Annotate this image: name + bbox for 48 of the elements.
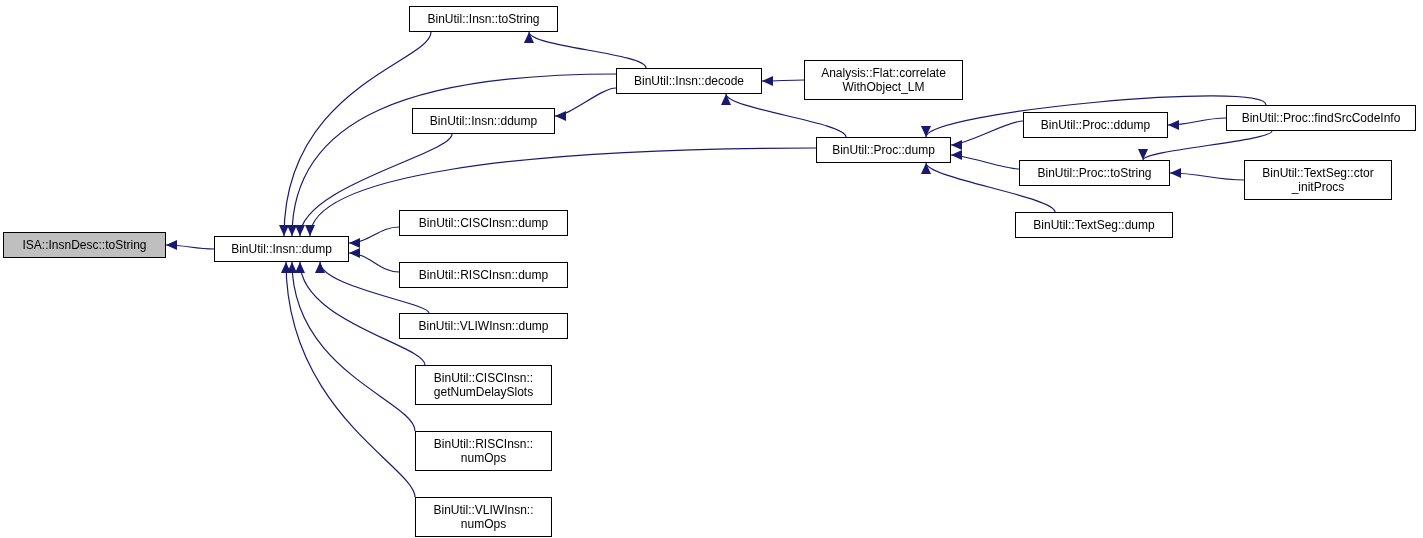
call-arrow: [318, 261, 430, 314]
function-box: [409, 6, 558, 32]
function-name: BinUtil::CISCInsn:: getNumDelaySlots: [432, 371, 535, 399]
function-name: BinUtil::Proc::dump: [832, 143, 935, 157]
function-name: BinUtil::TextSeg::dump: [1033, 218, 1155, 232]
call-arrow: [348, 248, 400, 273]
function-box: [214, 236, 349, 262]
function-box: [415, 431, 552, 471]
function-box: [399, 313, 568, 339]
function-name: BinUtil::TextSeg::ctor _initProcs: [1261, 166, 1375, 194]
function-box: [1244, 160, 1392, 200]
function-name: BinUtil::VLIWInsn::dump: [418, 319, 549, 333]
call-arrow: [165, 240, 215, 251]
call-arrow: [288, 261, 416, 432]
function-name: BinUtil::Insn::dump: [231, 242, 332, 256]
function-name: BinUtil::Insn::decode: [633, 74, 745, 88]
function-box: [415, 497, 552, 537]
call-arrow: [308, 147, 817, 237]
call-arrow: [279, 31, 432, 237]
function-name: BinUtil::CISCInsn::dump: [418, 216, 549, 230]
function-name: BinUtil::RISCInsn::dump: [418, 268, 549, 282]
function-box: [399, 262, 568, 288]
function-name: BinUtil::VLIWInsn:: numOps: [432, 503, 535, 531]
call-arrow: [348, 226, 400, 248]
function-name: BinUtil::RISCInsn:: numOps: [432, 437, 535, 465]
function-box: [3, 232, 166, 258]
function-name: Analysis::Flat::correlate WithObject_LM: [820, 66, 947, 94]
call-arrow: [761, 75, 805, 86]
call-arrow: [1169, 168, 1245, 181]
function-box: [804, 60, 963, 100]
call-arrow: [297, 133, 453, 237]
call-arrow: [296, 261, 426, 366]
function-name: BinUtil::Insn::toString: [427, 12, 540, 26]
function-box: [415, 365, 552, 405]
function-name: BinUtil::Proc::findSrcCodeInfo: [1241, 111, 1401, 125]
call-arrow: [281, 261, 416, 498]
function-box: [1015, 212, 1173, 238]
function-box: [816, 137, 951, 163]
function-box: [1226, 105, 1416, 131]
function-box: [399, 210, 568, 236]
function-name: BinUtil::Insn::ddump: [429, 114, 538, 128]
function-box: [1019, 160, 1170, 186]
call-arrow: [554, 87, 617, 120]
function-name: BinUtil::Proc::toString: [1037, 166, 1152, 180]
function-box: [616, 68, 762, 94]
call-arrow: [288, 73, 617, 237]
function-name: ISA::InsnDesc::toString: [22, 238, 147, 252]
function-box: [412, 108, 555, 134]
